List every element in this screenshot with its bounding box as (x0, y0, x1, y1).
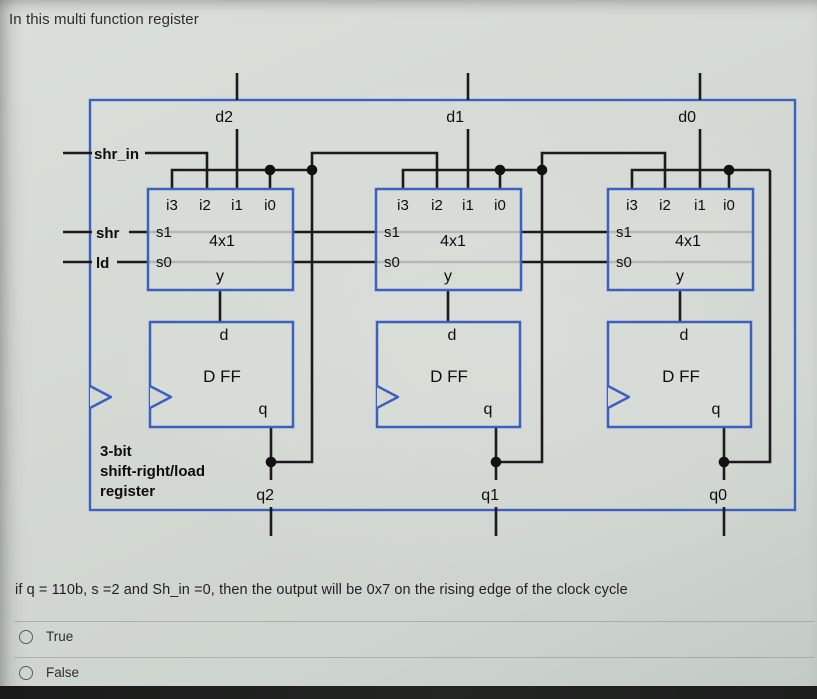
junction-dot (723, 164, 735, 176)
stage1-wires (401, 73, 667, 536)
dff-labels-2: d D FF q (203, 327, 267, 418)
mux-input-label-i2: i2 (199, 197, 211, 214)
divider (14, 621, 814, 622)
dff-type-label: D FF (203, 367, 241, 386)
caption-line-3: register (100, 483, 155, 500)
dff-labels-0: d D FF q (662, 327, 720, 418)
stage0-wires (170, 73, 439, 536)
dff-box-2 (148, 320, 295, 429)
junction-dots (264, 164, 735, 468)
clock-chevron-icon-outer (89, 384, 113, 410)
mux-input-label-i1: i1 (231, 197, 243, 214)
mux-input-label-i0: i0 (723, 197, 735, 214)
junction-dot (264, 164, 276, 176)
mux-select-label-s1: s1 (156, 224, 172, 241)
dff-input-label-d: d (680, 327, 689, 344)
junction-dot (536, 164, 548, 176)
mux-output-label-y: y (444, 268, 452, 285)
question-text: if q = 110b, s =2 and Sh_in =0, then the… (15, 582, 628, 598)
mux-labels-2: i3 i2 i1 i0 s1 s0 4x1 y (156, 197, 276, 285)
mux-select-label-s1: s1 (616, 224, 632, 241)
dff-box-1 (375, 320, 522, 429)
mux-type-label: 4x1 (209, 233, 235, 250)
dff-labels-1: d D FF q (430, 327, 492, 418)
input-label-shr: shr (96, 225, 120, 242)
output-label-q2: q2 (256, 487, 274, 504)
dff-input-label-d: d (448, 327, 457, 344)
radio-button-false[interactable] (19, 665, 33, 680)
mux-input-label-i3: i3 (397, 197, 409, 214)
mux-select-label-s1: s1 (384, 224, 400, 241)
answer-option-false[interactable]: False (19, 665, 79, 680)
answer-option-true[interactable]: True (19, 629, 73, 644)
top-input-label-d1: d1 (446, 109, 464, 126)
mux-input-label-i0: i0 (264, 197, 276, 214)
dff-input-label-d: d (220, 327, 229, 344)
screen-bottom-bezel (0, 686, 817, 699)
junction-dot (306, 164, 318, 176)
stage2-wires (630, 73, 772, 536)
mux-type-label: 4x1 (675, 233, 701, 250)
mux-box-2 (146, 187, 295, 292)
junction-dot (490, 456, 502, 468)
mux-output-label-y: y (676, 268, 684, 285)
input-label-ld: ld (96, 255, 109, 272)
junction-dot (718, 456, 730, 468)
mux-output-label-y: y (216, 268, 224, 285)
mux-input-label-i0: i0 (494, 197, 506, 214)
mux-input-label-i1: i1 (694, 197, 706, 214)
mux-select-label-s0: s0 (156, 254, 172, 271)
mux-select-label-s0: s0 (616, 254, 632, 271)
radio-button-true[interactable] (19, 629, 33, 644)
caption-line-1: 3-bit (100, 443, 132, 460)
divider (14, 657, 814, 658)
page-title: In this multi function register (9, 11, 199, 28)
top-input-label-d0: d0 (678, 109, 696, 126)
caption-line-2: shift-right/load (100, 463, 205, 480)
register-circuit-diagram: d2 d1 d0 shr_in shr ld i3 i2 i1 i0 s1 s0… (63, 73, 797, 536)
junction-dot (494, 164, 506, 176)
mux-input-label-i2: i2 (431, 197, 443, 214)
dff-output-label-q: q (259, 401, 268, 418)
input-label-shr-in: shr_in (94, 146, 139, 163)
mux-input-label-i2: i2 (659, 197, 671, 214)
top-input-label-d2: d2 (215, 109, 233, 126)
mux-input-label-i3: i3 (626, 197, 638, 214)
junction-dot (265, 456, 277, 468)
output-label-q0: q0 (709, 487, 727, 504)
mux-input-label-i1: i1 (462, 197, 474, 214)
output-label-q1: q1 (481, 487, 499, 504)
clock-chevron-icon-dff0 (607, 384, 631, 410)
clock-chevron-icon-dff1 (376, 384, 400, 410)
mux-type-label: 4x1 (440, 233, 466, 250)
option-label-false: False (46, 665, 80, 680)
clock-chevron-icon-dff2 (149, 384, 173, 410)
mux-select-label-s0: s0 (384, 254, 400, 271)
register-caption: 3-bit shift-right/load register (100, 443, 205, 500)
register-outer-box (88, 98, 797, 512)
dff-output-label-q: q (712, 401, 721, 418)
mux-labels-1: i3 i2 i1 i0 s1 s0 4x1 y (384, 197, 506, 285)
dff-output-label-q: q (484, 401, 493, 418)
dff-type-label: D FF (430, 367, 468, 386)
mux-input-label-i3: i3 (166, 197, 178, 214)
mux-box-1 (374, 187, 523, 292)
dff-type-label: D FF (662, 367, 700, 386)
mux-labels-0: i3 i2 i1 i0 s1 s0 4x1 y (616, 197, 735, 285)
dff-box-0 (606, 320, 753, 429)
option-label-true: True (46, 629, 74, 644)
mux-box-0 (606, 187, 755, 292)
